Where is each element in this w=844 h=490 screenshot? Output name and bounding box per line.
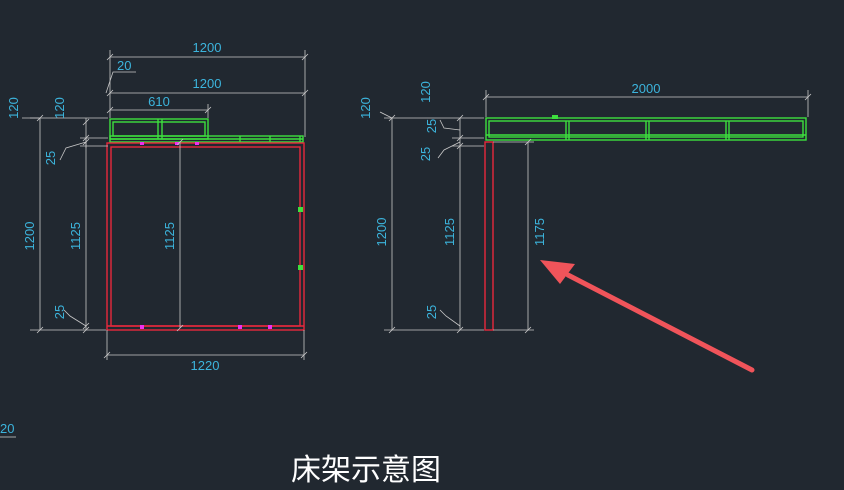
front-shelf-width-label: 610: [148, 94, 170, 109]
side-dimension-lines: [379, 90, 812, 334]
side-leg-height-label: 1175: [532, 218, 547, 246]
front-top-width-label: 1200: [193, 40, 222, 55]
side-total-height-label: 1200: [374, 218, 389, 247]
side-top-clip: [552, 115, 558, 119]
front-view: 1200 20 1200 610 120 120 25 1200 1125 11…: [6, 40, 309, 373]
front-left-top-height-label: 120: [6, 97, 21, 119]
side-left-top-height-label: 120: [358, 97, 373, 119]
front-inner-width-label: 1200: [193, 76, 222, 91]
front-connectors: [140, 142, 272, 329]
side-length-label: 2000: [632, 81, 661, 96]
side-top-frame: [485, 117, 807, 141]
front-rail-label: 25: [43, 151, 58, 165]
side-inner-height-label: 1125: [442, 218, 457, 246]
front-offset-label: 20: [117, 58, 131, 73]
front-inner-height-label: 1125: [68, 222, 83, 250]
pointer-arrow: [540, 260, 755, 373]
front-center-height-label: 1125: [162, 222, 177, 250]
front-bottom-width-label: 1220: [191, 358, 220, 373]
side-bottom-rail-label: 25: [424, 305, 439, 319]
front-dimension-lines: [22, 50, 309, 360]
front-red-frame: [106, 142, 305, 331]
front-green-clips: [298, 207, 303, 270]
front-total-height-label: 1200: [22, 222, 37, 251]
side-leg: [484, 141, 494, 331]
side-inner-top-height-label: 120: [418, 81, 433, 103]
corner-label: 20: [0, 421, 14, 436]
diagram-title: 床架示意图: [291, 453, 441, 488]
front-inner-top-height-label: 120: [52, 97, 67, 119]
side-rail-mid-label: 25: [418, 147, 433, 161]
side-view: 2000 120 120 25 25 1200 1125 1175 25: [358, 81, 812, 334]
corner-label-group: 20: [0, 421, 16, 438]
front-top-frame: [109, 118, 304, 143]
side-rail-top-label: 25: [424, 119, 439, 133]
front-bottom-rail-label: 25: [52, 305, 67, 319]
